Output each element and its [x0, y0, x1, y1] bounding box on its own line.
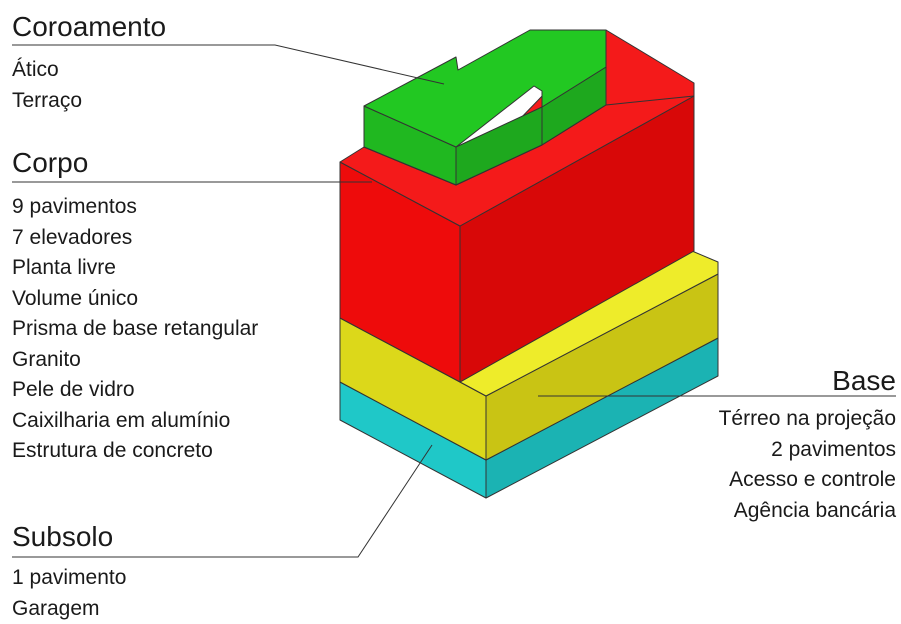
base-item: Térreo na projeção [719, 404, 896, 435]
coroamento-title: Coroamento [12, 12, 166, 42]
base-title: Base [832, 366, 896, 396]
corpo-item: 9 pavimentos [12, 192, 258, 223]
coroamento-item: Ático [12, 55, 82, 86]
base-item: Agência bancária [719, 496, 896, 527]
corpo-item: Granito [12, 345, 258, 376]
subsolo-items: 1 pavimento Garagem [12, 563, 126, 624]
corpo-item: Volume único [12, 284, 258, 315]
subsolo-item: Garagem [12, 594, 126, 624]
corpo-item: Planta livre [12, 253, 258, 284]
coroamento-item: Terraço [12, 86, 82, 117]
corpo-item: 7 elevadores [12, 223, 258, 254]
base-item: Acesso e controle [719, 465, 896, 496]
base-items: Térreo na projeção 2 pavimentos Acesso e… [719, 404, 896, 526]
corpo-item: Prisma de base retangular [12, 314, 258, 345]
corpo-items: 9 pavimentos 7 elevadores Planta livre V… [12, 192, 258, 467]
subsolo-item: 1 pavimento [12, 563, 126, 594]
corpo-title: Corpo [12, 148, 88, 178]
corpo-item: Caixilharia em alumínio [12, 406, 258, 437]
subsolo-title: Subsolo [12, 522, 113, 552]
corpo-item: Pele de vidro [12, 375, 258, 406]
base-item: 2 pavimentos [719, 435, 896, 466]
coroamento-items: Ático Terraço [12, 55, 82, 116]
corpo-item: Estrutura de concreto [12, 436, 258, 467]
